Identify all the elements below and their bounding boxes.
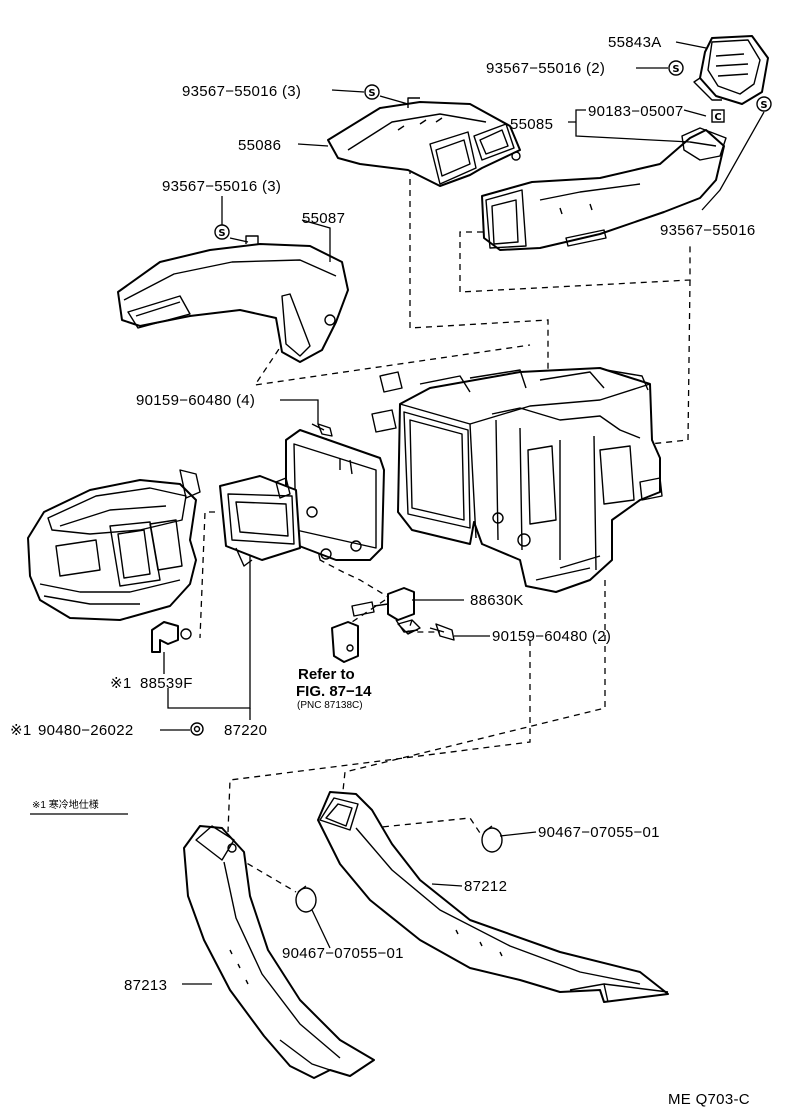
label-55843a: 55843A	[608, 34, 662, 51]
label-55085: 55085	[510, 116, 553, 133]
part-87212-duct[interactable]	[317, 791, 669, 1003]
label-88539f: 88539F	[140, 675, 193, 692]
bolt-90159-upper[interactable]	[311, 423, 333, 437]
label-87212: 87212	[464, 878, 507, 895]
label-87220: 87220	[224, 722, 267, 739]
label-90467-07055-01-a: 90467−07055−01	[538, 824, 660, 841]
label-93567-55016-right: 93567−55016	[660, 222, 755, 239]
label-93567-55016-3a: 93567−55016 (3)	[182, 83, 301, 100]
label-90159-60480-2: 90159−60480 (2)	[492, 628, 611, 645]
part-88630k-relay[interactable]	[351, 587, 421, 635]
label-87213: 87213	[124, 977, 167, 994]
label-footnote: ※1 寒冷地仕様	[32, 798, 99, 811]
svg-text:S: S	[218, 228, 225, 239]
part-55087-duct[interactable]	[117, 235, 349, 363]
svg-text:S: S	[760, 100, 767, 111]
svg-text:S: S	[368, 88, 375, 99]
label-figure-code: ME Q703-C	[668, 1091, 750, 1108]
label-refer-to: Refer to	[298, 666, 355, 683]
label-90159-60480-4: 90159−60480 (4)	[136, 392, 255, 409]
label-90480-mark: ※1	[10, 722, 32, 739]
label-55087: 55087	[302, 210, 345, 227]
part-case-cover[interactable]	[285, 429, 385, 561]
leader-lines	[160, 41, 765, 985]
part-heater-unit-assembly[interactable]	[371, 367, 663, 593]
label-90480-26022: 90480−26022	[38, 722, 133, 739]
label-88630k: 88630K	[470, 592, 524, 609]
label-55086: 55086	[238, 137, 281, 154]
bolt-90159-lower[interactable]	[429, 623, 455, 641]
screw-icon-55016-3a: S	[364, 84, 380, 100]
part-refer-block[interactable]	[331, 621, 359, 663]
screw-icon-55016-right: S	[756, 96, 772, 112]
label-refer-fig: FIG. 87−14	[296, 683, 372, 700]
part-55843a-vent[interactable]	[693, 35, 769, 105]
svg-text:S: S	[672, 64, 679, 75]
nut-90480[interactable]	[190, 722, 204, 736]
part-labels: 55843A 93567−55016 (2) 93567−55016 (3) 9…	[10, 34, 755, 1108]
clip-icon-90183: C	[711, 109, 725, 123]
part-88539f-sensor[interactable]	[151, 621, 192, 653]
screw-icon-55016-3b: S	[214, 224, 230, 240]
label-refer-pnc: (PNC 87138C)	[297, 700, 363, 711]
screw-icon-55016-2: S	[668, 60, 684, 76]
part-55085-duct[interactable]	[481, 127, 727, 251]
label-90183-05007: 90183−05007	[588, 103, 683, 120]
part-87213-duct[interactable]	[183, 825, 375, 1079]
svg-text:C: C	[714, 112, 721, 123]
label-93567-55016-2: 93567−55016 (2)	[486, 60, 605, 77]
part-55086-duct[interactable]	[327, 97, 521, 187]
clip-90467-a[interactable]	[481, 825, 503, 853]
label-88539f-mark: ※1	[110, 675, 132, 692]
clip-90467-b[interactable]	[295, 885, 317, 913]
part-blower-unit[interactable]	[27, 469, 201, 621]
part-87220-frame[interactable]	[219, 475, 318, 567]
label-93567-55016-3b: 93567−55016 (3)	[162, 178, 281, 195]
label-90467-07055-01-b: 90467−07055−01	[282, 945, 404, 962]
